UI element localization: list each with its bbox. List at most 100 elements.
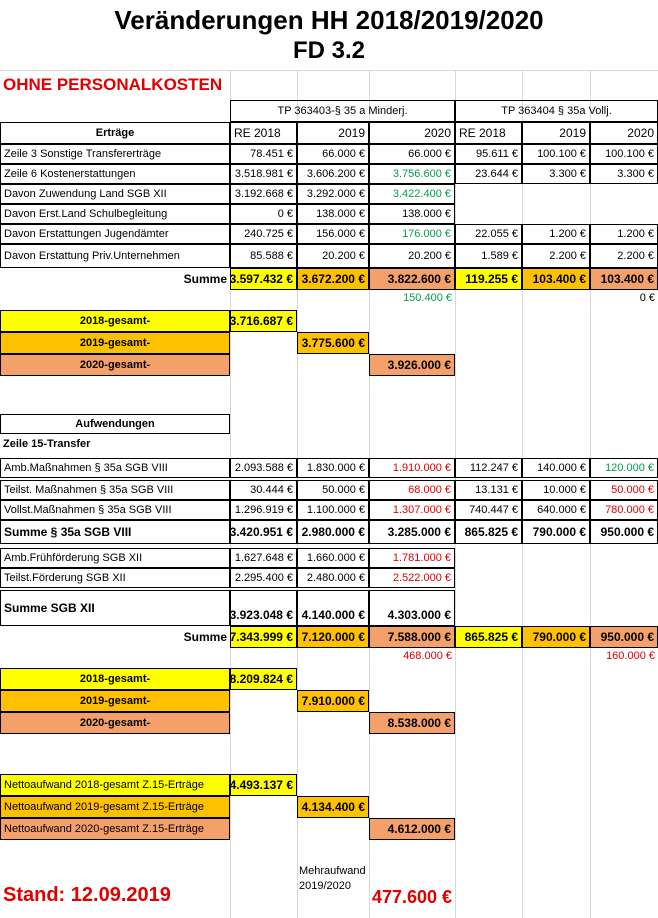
- aufwendungen-row-value: 1.910.000 €: [369, 458, 455, 478]
- ertraege-row-value: 100.100 €: [590, 144, 658, 164]
- sgbxii-row-value: 2.522.000 €: [369, 568, 455, 588]
- aufwendungen-row-value: 2.093.588 €: [230, 458, 297, 478]
- aufwendungen-row-value: 640.000 €: [522, 500, 590, 520]
- aufwendungen-row-value: 50.000 €: [297, 480, 369, 500]
- auf-gesamt-2018-value: 8.209.824 €: [230, 668, 297, 690]
- ertraege-row-value: 3.422.400 €: [369, 184, 455, 204]
- ertraege-row-value: 138.000 €: [297, 204, 369, 224]
- col-re2018: RE 2018: [230, 122, 297, 144]
- ertraege-row-value: 23.644 €: [455, 164, 522, 184]
- ertraege-gesamt-2018-label: 2018-gesamt-: [0, 310, 230, 332]
- mehraufwand-value: 477.600 €: [371, 887, 453, 907]
- sgbxii-row-value: 2.480.000 €: [297, 568, 369, 588]
- sgbxii-row-value: 1.660.000 €: [297, 548, 369, 568]
- ertraege-row-value: 3.192.668 €: [230, 184, 297, 204]
- ertraege-row-value: 20.200 €: [297, 244, 369, 268]
- netto-2020-value: 4.612.000 €: [369, 818, 455, 840]
- aufwendungen-row-value: 780.000 €: [590, 500, 658, 520]
- ertraege-diff-tp2: 0 €: [639, 291, 655, 304]
- ertraege-gesamt-2020-value: 3.926.000 €: [369, 354, 455, 376]
- col-2020: 2020: [369, 122, 455, 144]
- ertraege-header: Erträge: [0, 122, 230, 144]
- col-2019-tp2: 2019: [522, 122, 590, 144]
- sgbxii-row-label: Teilst.Förderung SGB XII: [0, 568, 230, 588]
- ertraege-row-value: 66.000 €: [369, 144, 455, 164]
- ertraege-summe-tp2-2019: 103.400 €: [522, 268, 590, 290]
- netto-2018-label: Nettoaufwand 2018-gesamt Z.15-Erträge: [0, 774, 230, 796]
- aufwendungen-row-value: 112.247 €: [455, 458, 522, 478]
- aufwendungen-row-value: 1.830.000 €: [297, 458, 369, 478]
- sgbxii-row-label: Amb.Frühförderung SGB XII: [0, 548, 230, 568]
- page-title: Veränderungen HH 2018/2019/2020: [114, 5, 544, 35]
- aufwendungen-row-label: Teilst. Maßnahmen § 35a SGB VIII: [0, 480, 230, 500]
- aufwendungen-row-value: 30.444 €: [230, 480, 297, 500]
- ertraege-row-label: Zeile 6 Kostenerstattungen: [0, 164, 230, 184]
- netto-2019-label: Nettoaufwand 2019-gesamt Z.15-Erträge: [0, 796, 230, 818]
- ertraege-summe-2019: 3.672.200 €: [297, 268, 369, 290]
- sgbxii-row-value: 2.295.400 €: [230, 568, 297, 588]
- aufwendungen-row-label: Vollst.Maßnahmen § 35a SGB VIII: [0, 500, 230, 520]
- ertraege-row-value: 2.200 €: [590, 244, 658, 268]
- auf-summe-re2018: 7.343.999 €: [230, 626, 297, 648]
- ertraege-summe-re2018: 3.597.432 €: [230, 268, 297, 290]
- netto-2020-label: Nettoaufwand 2020-gesamt Z.15-Erträge: [0, 818, 230, 840]
- summe35a-tp2-2020: 950.000 €: [590, 520, 658, 544]
- auf-summe-2020: 7.588.000 €: [369, 626, 455, 648]
- ertraege-gesamt-2018-value: 3.716.687 €: [230, 310, 297, 332]
- summe35a-2019: 2.980.000 €: [297, 520, 369, 544]
- ertraege-row-value: 22.055 €: [455, 224, 522, 244]
- auf-summe-tp2-re2018: 865.825 €: [455, 626, 522, 648]
- ertraege-row-value: 3.300 €: [590, 164, 658, 184]
- summe-sgbxii-2019: 4.140.000 €: [297, 590, 369, 626]
- ertraege-diff-tp1: 150.400 €: [403, 291, 452, 304]
- aufwendungen-sub: Zeile 15-Transfer: [3, 437, 91, 450]
- ertraege-summe-label: Summe: [183, 272, 227, 286]
- aufwendungen-row-value: 13.131 €: [455, 480, 522, 500]
- aufwendungen-row-value: 1.307.000 €: [369, 500, 455, 520]
- ertraege-gesamt-2020-label: 2020-gesamt-: [0, 354, 230, 376]
- aufwendungen-row-value: 50.000 €: [590, 480, 658, 500]
- ertraege-row-label: Davon Erstattungen Jugendämter: [0, 224, 230, 244]
- ertraege-row-value: 0 €: [230, 204, 297, 224]
- ertraege-row-value: 1.589 €: [455, 244, 522, 268]
- auf-summe-tp2-2019: 790.000 €: [522, 626, 590, 648]
- auf-diff-tp1: 468.000 €: [403, 649, 452, 662]
- auf-diff-tp2: 160.000 €: [606, 649, 655, 662]
- sgbxii-row-value: 1.627.648 €: [230, 548, 297, 568]
- notice-label: OHNE PERSONALKOSTEN: [3, 74, 223, 94]
- auf-gesamt-2019-label: 2019-gesamt-: [0, 690, 230, 712]
- ertraege-row-label: Zeile 3 Sonstige Transfererträge: [0, 144, 230, 164]
- group-header-tp2: TP 363404 § 35a Vollj.: [455, 100, 658, 122]
- auf-summe-2019: 7.120.000 €: [297, 626, 369, 648]
- ertraege-row-label: Davon Erst.Land Schulbegleitung: [0, 204, 230, 224]
- col-2020-tp2: 2020: [590, 122, 658, 144]
- mehraufwand-label: Mehraufwand 2019/2020: [299, 865, 366, 892]
- ertraege-row-value: 3.518.981 €: [230, 164, 297, 184]
- aufwendungen-row-label: Amb.Maßnahmen § 35a SGB VIII: [0, 458, 230, 478]
- col-re2018-tp2: RE 2018: [455, 122, 522, 144]
- ertraege-summe-2020: 3.822.600 €: [369, 268, 455, 290]
- ertraege-row-value: 3.300 €: [522, 164, 590, 184]
- aufwendungen-row-value: 740.447 €: [455, 500, 522, 520]
- ertraege-summe-tp2-2020: 103.400 €: [590, 268, 658, 290]
- netto-2018-value: 4.493.137 €: [230, 774, 297, 796]
- ertraege-row-value: 3.606.200 €: [297, 164, 369, 184]
- auf-gesamt-2018-label: 2018-gesamt-: [0, 668, 230, 690]
- group-header-tp1: TP 363403-§ 35 a Minderj.: [230, 100, 455, 122]
- page-subtitle: FD 3.2: [292, 37, 366, 64]
- auf-summe-tp2-2020: 950.000 €: [590, 626, 658, 648]
- auf-gesamt-2019-value: 7.910.000 €: [297, 690, 369, 712]
- ertraege-row-value: 3.292.000 €: [297, 184, 369, 204]
- aufwendungen-row-value: 140.000 €: [522, 458, 590, 478]
- ertraege-gesamt-2019-label: 2019-gesamt-: [0, 332, 230, 354]
- ertraege-row-value: 85.588 €: [230, 244, 297, 268]
- ertraege-row-value: 240.725 €: [230, 224, 297, 244]
- summe-sgbxii-re2018: 3.923.048 €: [230, 590, 297, 626]
- ertraege-row-value: 176.000 €: [369, 224, 455, 244]
- aufwendungen-row-value: 68.000 €: [369, 480, 455, 500]
- sgbxii-row-value: 1.781.000 €: [369, 548, 455, 568]
- ertraege-row-value: 100.100 €: [522, 144, 590, 164]
- stand-label: Stand: 12.09.2019: [3, 884, 171, 906]
- ertraege-row-value: 1.200 €: [522, 224, 590, 244]
- aufwendungen-row-value: 1.296.919 €: [230, 500, 297, 520]
